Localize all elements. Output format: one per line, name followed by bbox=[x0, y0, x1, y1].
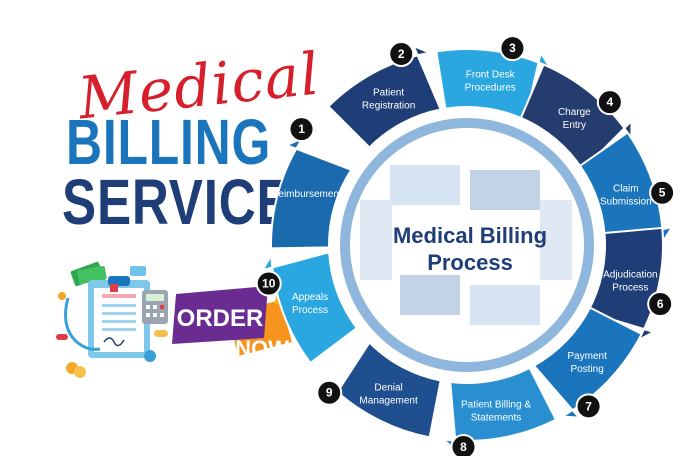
process-segment bbox=[326, 44, 443, 149]
step-badge: 8 bbox=[450, 433, 477, 456]
step-badge: 1 bbox=[288, 116, 315, 143]
segment-label-line2: Posting bbox=[570, 364, 603, 375]
center-tile bbox=[360, 200, 392, 280]
step-badge-circle bbox=[316, 379, 343, 406]
step-badge: 5 bbox=[649, 179, 676, 206]
segment-label-line1: Reimbursement bbox=[271, 189, 342, 200]
segment-label-line2: Submission bbox=[600, 196, 652, 207]
pills-icon bbox=[56, 266, 168, 340]
money-icon bbox=[70, 261, 107, 287]
coins-icon bbox=[66, 362, 86, 378]
process-segment bbox=[270, 136, 353, 250]
step-number: 9 bbox=[326, 386, 333, 400]
process-segment bbox=[532, 306, 643, 419]
step-badge-circle bbox=[388, 41, 415, 68]
now-label: NOW bbox=[235, 336, 289, 361]
segment-label-line1: Front Desk bbox=[466, 70, 516, 81]
billing-illustration bbox=[56, 261, 168, 378]
step-number: 8 bbox=[460, 440, 467, 454]
segment-label-line2: Statements bbox=[471, 412, 522, 423]
step-number: 7 bbox=[585, 399, 592, 413]
process-segment bbox=[586, 226, 664, 343]
order-label: ORDER bbox=[177, 305, 264, 332]
step-badge-circle bbox=[647, 291, 674, 318]
segment-label-line2: Process bbox=[292, 305, 328, 316]
clipboard-icon bbox=[88, 276, 150, 358]
segment-label-line2: Entry bbox=[563, 120, 586, 131]
cta-purple-shape bbox=[172, 286, 268, 344]
segment-label-line2: Registration bbox=[362, 101, 415, 112]
step-number: 5 bbox=[659, 186, 666, 200]
center-tile bbox=[470, 285, 540, 325]
center-hub: Medical Billing Process bbox=[340, 118, 594, 372]
segment-label-line1: Appeals bbox=[292, 292, 328, 303]
center-tile bbox=[390, 165, 460, 205]
step-badge-circle bbox=[575, 393, 602, 420]
step-number: 2 bbox=[398, 47, 405, 61]
process-segment bbox=[519, 63, 633, 172]
step-badge: 7 bbox=[575, 393, 602, 420]
step-badge: 4 bbox=[596, 89, 623, 116]
process-segment bbox=[435, 48, 553, 122]
process-segment bbox=[260, 250, 359, 365]
segment-label-line1: Patient bbox=[373, 88, 404, 99]
step-badge-circle bbox=[596, 89, 623, 116]
title-service: SERVICE bbox=[62, 166, 292, 238]
segment-label-line1: Denial bbox=[374, 382, 402, 393]
step-badge: 3 bbox=[499, 35, 526, 62]
center-tile bbox=[470, 170, 540, 210]
center-title-line1: Medical Billing bbox=[393, 223, 547, 248]
step-number: 4 bbox=[606, 95, 613, 109]
step-badge: 6 bbox=[647, 291, 674, 318]
step-number: 6 bbox=[657, 297, 664, 311]
calculator-icon bbox=[142, 290, 168, 324]
step-number: 3 bbox=[509, 41, 516, 55]
segment-label-line2: Procedures bbox=[465, 83, 516, 94]
center-title-line2: Process bbox=[427, 250, 513, 275]
segment-label-line1: Claim bbox=[613, 183, 639, 194]
step-badge: 10 bbox=[255, 270, 282, 297]
process-segment bbox=[578, 131, 675, 245]
segment-label-line1: Adjudication bbox=[603, 270, 657, 281]
step-badge: 9 bbox=[316, 379, 343, 406]
segment-label-line2: Process bbox=[612, 283, 648, 294]
step-badge-circle bbox=[649, 179, 676, 206]
badges-layer: 1 2 3 4 5 6 7 8 9 10 bbox=[255, 35, 676, 456]
step-badge-circle bbox=[499, 35, 526, 62]
step-badge-circle bbox=[255, 270, 282, 297]
segment-label-line2: Management bbox=[359, 395, 418, 406]
step-number: 1 bbox=[298, 122, 305, 136]
segment-label-line1: Payment bbox=[567, 351, 607, 362]
step-number: 10 bbox=[262, 277, 276, 291]
step-badge-circle bbox=[288, 116, 315, 143]
segment-label-line1: Charge bbox=[558, 107, 591, 118]
center-tile bbox=[400, 275, 460, 315]
center-tile bbox=[540, 200, 572, 280]
title-billing: BILLING bbox=[66, 106, 272, 178]
stethoscope-icon bbox=[58, 292, 156, 362]
segment-label-line1: Patient Billing & bbox=[461, 399, 531, 410]
step-badge: 2 bbox=[388, 41, 415, 68]
step-badge-circle bbox=[450, 433, 477, 456]
